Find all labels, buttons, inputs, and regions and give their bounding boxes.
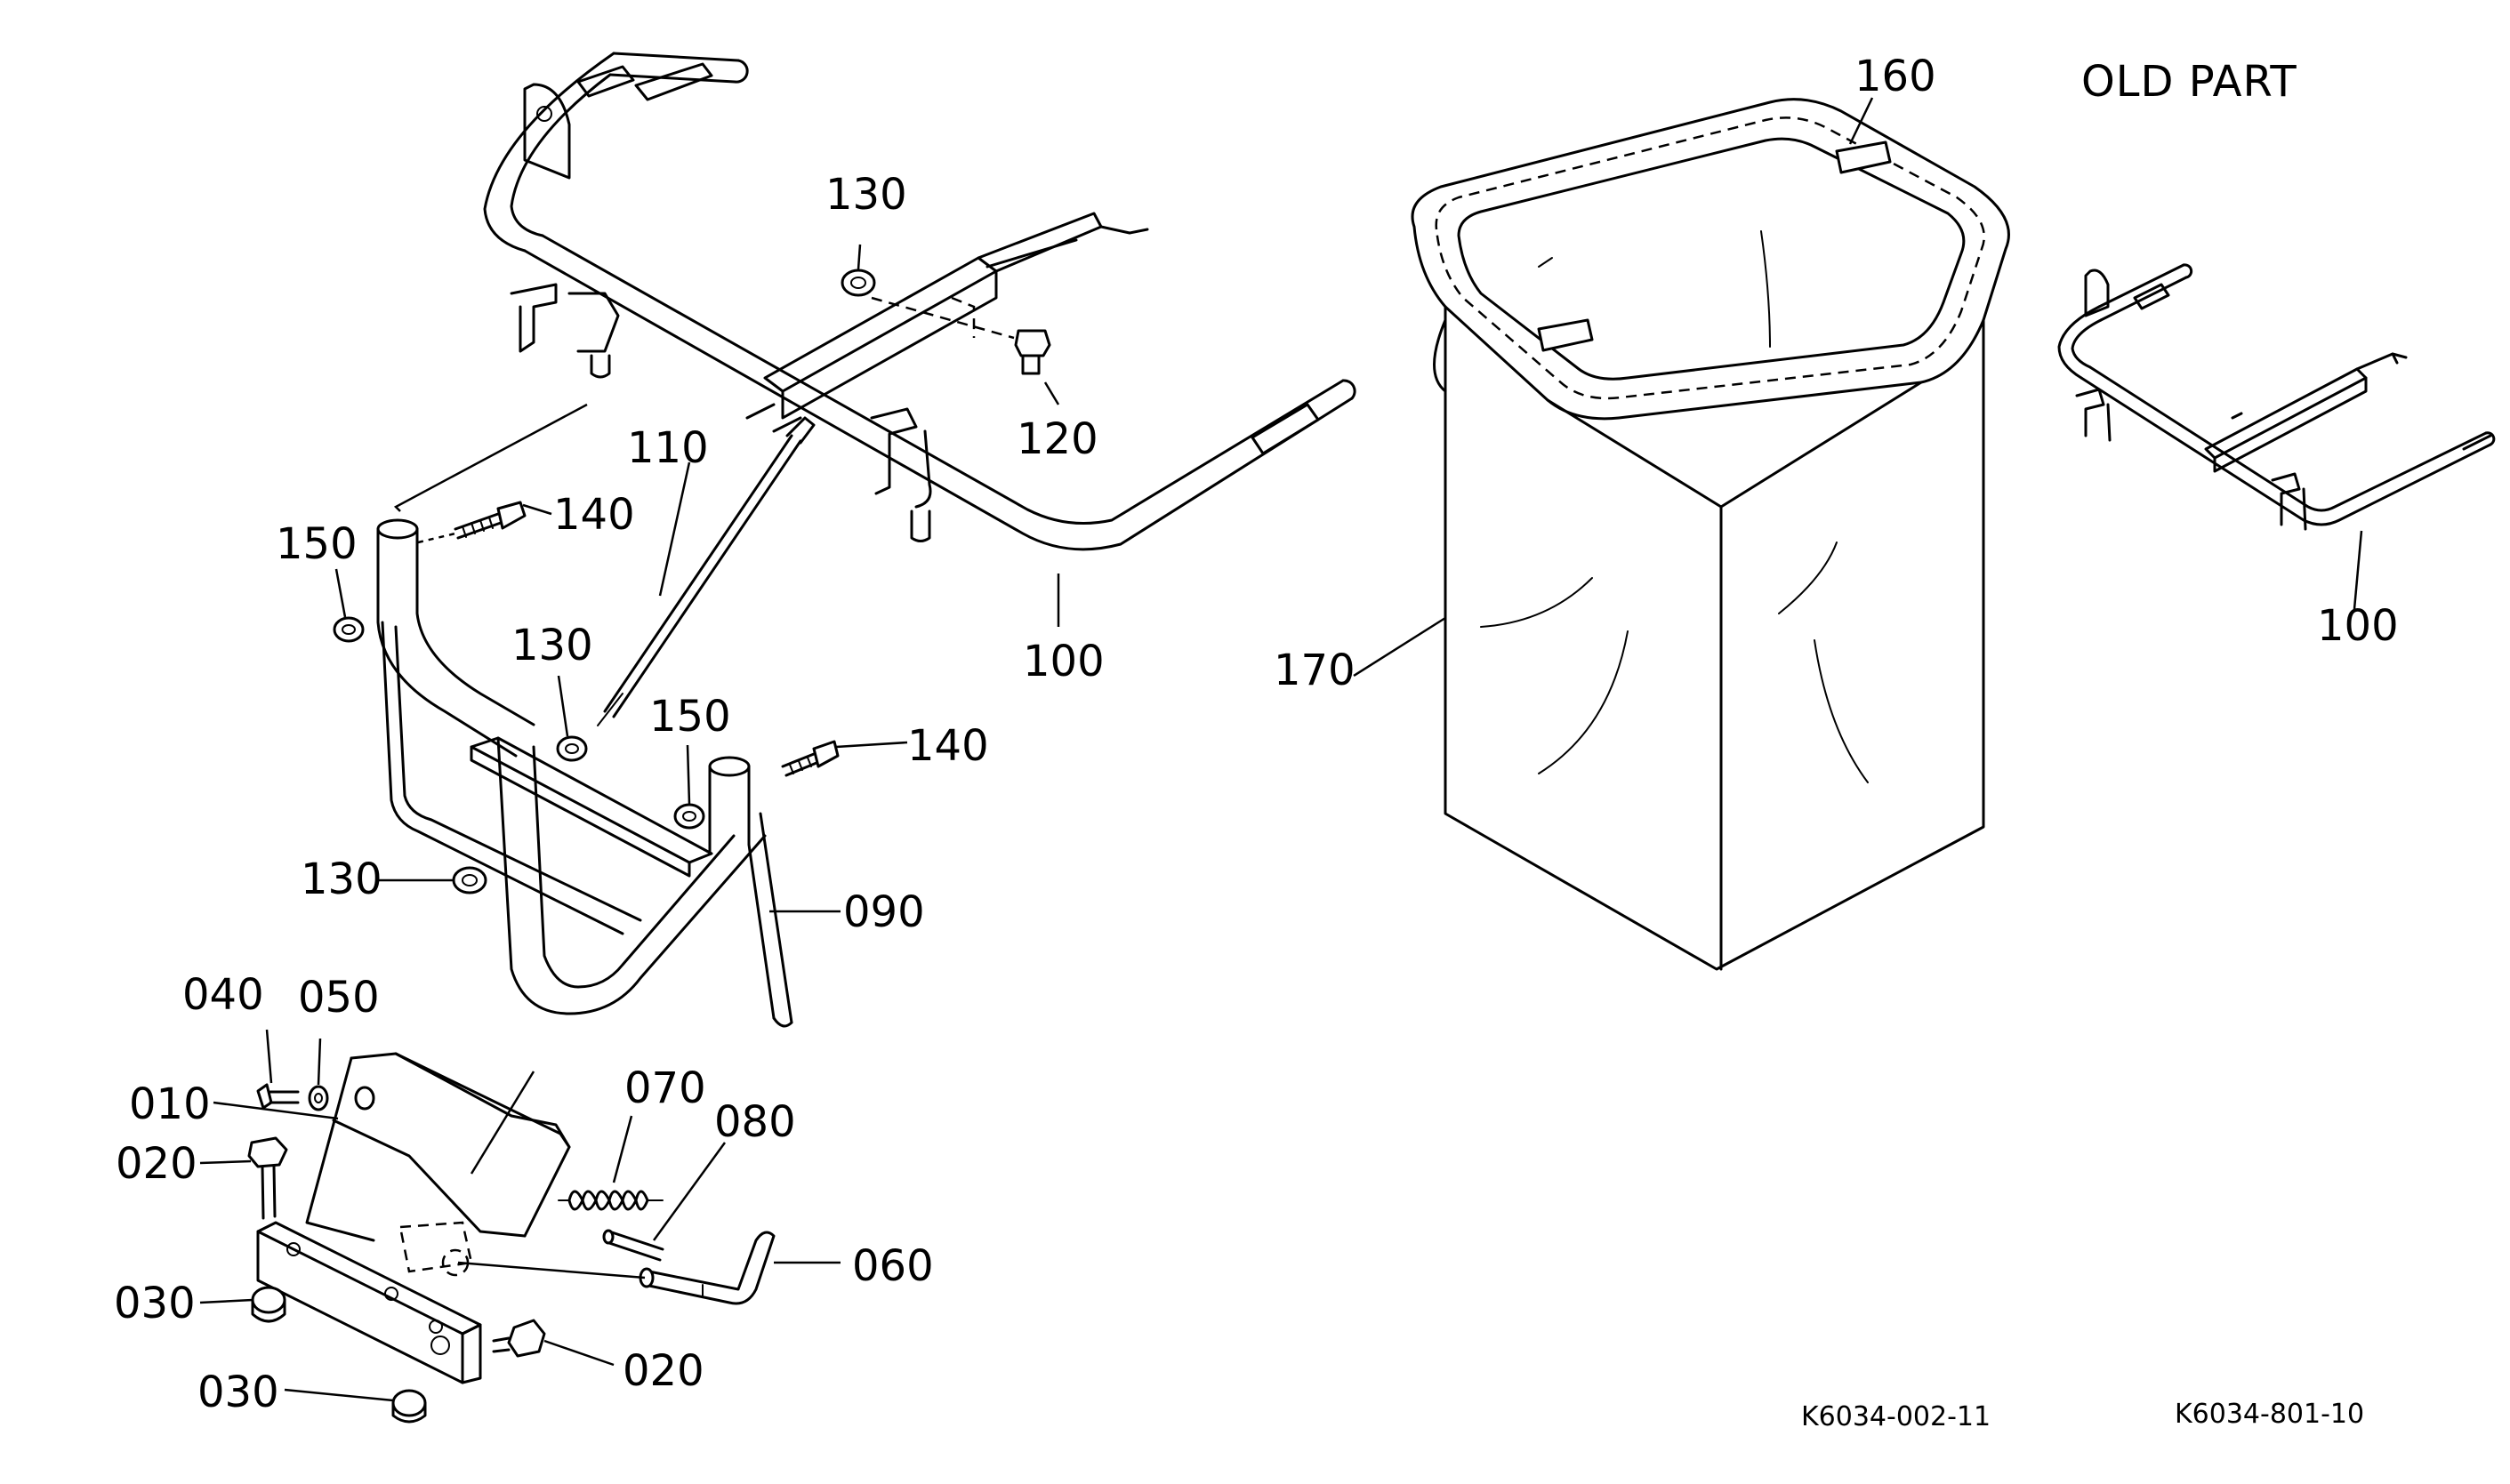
callout-110: 110 bbox=[627, 423, 709, 473]
callout-140-mid: 140 bbox=[907, 721, 989, 771]
nut-130-low bbox=[452, 866, 487, 894]
callout-020-right: 020 bbox=[623, 1346, 704, 1396]
nut-130-top bbox=[841, 269, 876, 297]
bolt-120 bbox=[871, 296, 1051, 375]
callout-170: 170 bbox=[1274, 646, 1356, 695]
callout-030-left: 030 bbox=[114, 1279, 196, 1328]
bolt-140-mid bbox=[781, 740, 840, 777]
nut-130-mid bbox=[556, 735, 588, 762]
callout-020-left: 020 bbox=[116, 1139, 197, 1189]
callout-140-left: 140 bbox=[553, 490, 635, 540]
pin-080 bbox=[602, 1229, 664, 1262]
washer-050 bbox=[308, 1085, 329, 1111]
nut-030-low bbox=[391, 1389, 427, 1424]
bolt-020-left bbox=[247, 1136, 288, 1220]
mount-bracket-010 bbox=[256, 1052, 571, 1384]
frame-090 bbox=[376, 518, 793, 1028]
callout-050: 050 bbox=[298, 973, 380, 1023]
callout-120: 120 bbox=[1017, 414, 1098, 464]
nut-150-left bbox=[333, 616, 365, 643]
callout-150-left: 150 bbox=[276, 519, 358, 569]
grass-bag-170 bbox=[1411, 98, 2010, 971]
bolt-040 bbox=[256, 1083, 300, 1110]
callout-100-old: 100 bbox=[2317, 601, 2399, 651]
callout-160: 160 bbox=[1854, 52, 1936, 101]
callout-040: 040 bbox=[182, 970, 264, 1020]
callout-030-low: 030 bbox=[197, 1368, 279, 1417]
old-part-heading: OLD PART bbox=[2081, 57, 2297, 107]
callout-090: 090 bbox=[843, 887, 925, 937]
drawing-ref-code-right: K6034-801-10 bbox=[2175, 1399, 2364, 1430]
bolt-140-left bbox=[417, 501, 527, 544]
bag-frame-100 bbox=[483, 52, 1356, 551]
spring-070 bbox=[558, 1190, 664, 1211]
stay-rod-110 bbox=[597, 416, 816, 726]
callout-060: 060 bbox=[852, 1241, 934, 1291]
bolt-020-right bbox=[492, 1319, 546, 1358]
lever-060 bbox=[457, 1231, 776, 1305]
drawing-ref-code-left: K6034-002-11 bbox=[1801, 1401, 1991, 1432]
callout-130-low: 130 bbox=[301, 854, 382, 904]
nut-150-mid bbox=[673, 803, 705, 830]
callout-150-mid: 150 bbox=[649, 692, 731, 742]
callout-130-top: 130 bbox=[825, 170, 907, 220]
callout-080: 080 bbox=[714, 1097, 796, 1147]
nut-on-plate bbox=[354, 1086, 375, 1111]
callout-100-main: 100 bbox=[1023, 637, 1105, 686]
callout-070: 070 bbox=[624, 1063, 706, 1113]
callout-010: 010 bbox=[129, 1079, 211, 1129]
callout-130-mid: 130 bbox=[511, 621, 593, 670]
nut-030-left bbox=[251, 1286, 286, 1323]
old-bag-frame-100 bbox=[2057, 263, 2496, 531]
